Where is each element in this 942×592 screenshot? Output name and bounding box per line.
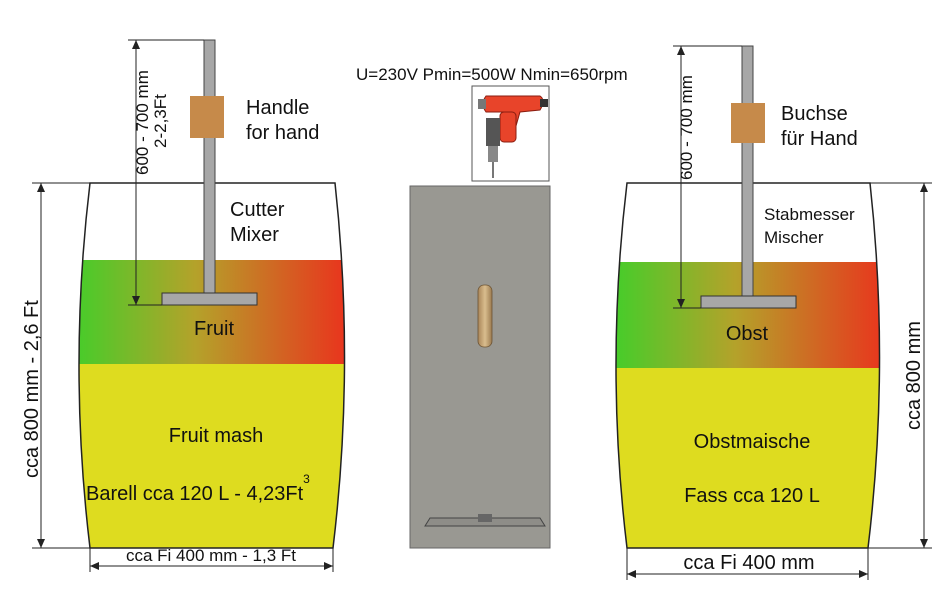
right-handle-block	[731, 103, 765, 143]
left-height-dimension	[32, 182, 90, 549]
left-rod-dimension	[128, 39, 204, 306]
wooden-handle	[477, 284, 493, 348]
left-barrel-volume-label: Barell cca 120 L - 4,23Ft3	[86, 472, 310, 505]
left-fruit-label: Fruit	[194, 318, 234, 340]
right-mash-label: Obstmaische	[694, 431, 811, 453]
left-handle-label-line1: Handle	[246, 97, 309, 119]
left-width-label: cca Fi 400 mm - 1,3 Ft	[126, 546, 296, 565]
left-width-dimension	[89, 548, 334, 572]
left-handle-label-line2: for hand	[246, 122, 319, 144]
left-height-label: cca 800 mm - 2,6 Ft	[21, 300, 43, 478]
left-cutter-blade	[161, 292, 258, 306]
left-cutter-label-line1: Cutter	[230, 199, 285, 221]
left-mixer-rod	[161, 39, 258, 306]
mixer-rod-photo	[409, 185, 551, 549]
right-rod-dimension	[673, 45, 742, 309]
right-barrel-volume-label: Fass cca 120 L	[684, 485, 820, 507]
left-rod-length-label: 600 - 700 mm	[133, 70, 152, 175]
motor-spec-label: U=230V Pmin=500W Nmin=650rpm	[356, 65, 628, 84]
right-fruit-label: Obst	[726, 323, 769, 345]
right-width-label: cca Fi 400 mm	[683, 552, 814, 574]
right-handle-label-line2: für Hand	[781, 128, 858, 150]
right-height-label: cca 800 mm	[903, 321, 925, 430]
left-mash-label: Fruit mash	[169, 425, 263, 447]
drill-image	[471, 85, 550, 182]
right-cutter-blade	[700, 295, 797, 309]
left-cutter-label-line2: Mixer	[230, 224, 279, 246]
left-barrel	[78, 182, 346, 549]
right-cutter-label-line1: Stabmesser	[764, 205, 855, 224]
right-mixer-rod	[700, 45, 797, 309]
left-rod-length-ft-label: 2-2,3Ft	[151, 94, 170, 148]
left-handle-block	[190, 96, 224, 138]
right-width-dimension	[626, 548, 869, 580]
right-handle-label-line1: Buchse	[781, 103, 848, 125]
right-rod-length-label: 600 - 700 mm	[677, 75, 696, 180]
right-cutter-label-line2: Mischer	[764, 228, 824, 247]
right-height-dimension	[868, 182, 932, 549]
